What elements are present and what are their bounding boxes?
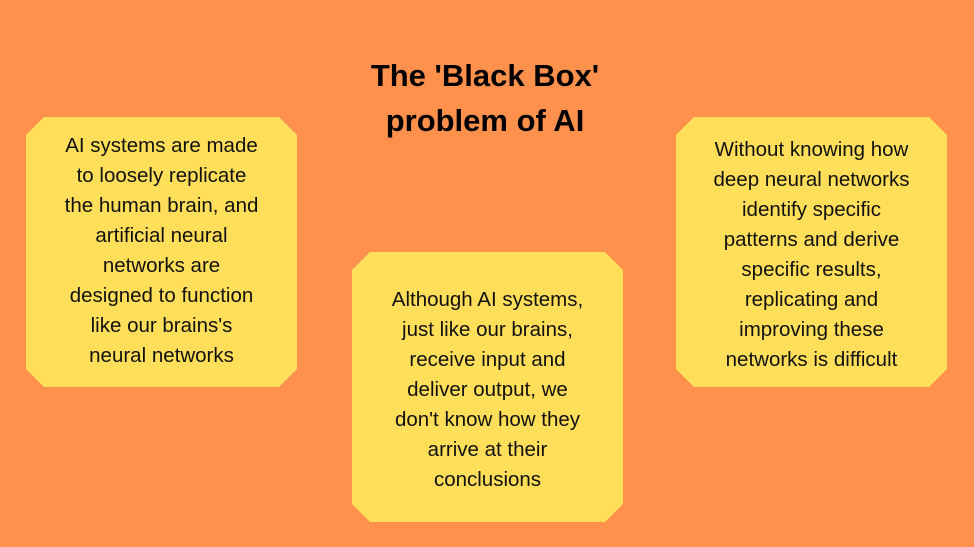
card-text-line: improving these — [739, 318, 884, 341]
card-text-line: replicating and — [744, 288, 879, 311]
card-text-line: neural networks — [89, 344, 234, 367]
card-text-line: Without knowing how — [714, 138, 909, 161]
card-text-line: designed to function — [69, 284, 254, 307]
title-line: problem of AI — [385, 103, 585, 138]
card-text-line: deliver output, we — [407, 378, 568, 401]
card-text-line: specific results, — [741, 258, 882, 281]
card-text-line: conclusions — [433, 468, 542, 491]
card-text-line: don't know how they — [394, 408, 581, 431]
card-text-line: Although AI systems, — [391, 288, 584, 311]
card-text-line: deep neural networks — [713, 168, 910, 191]
page-title: The 'Black Box' problem of AI — [330, 53, 640, 143]
card-text-line: to loosely replicate — [76, 164, 247, 187]
card-text-line: identify specific — [741, 198, 881, 221]
info-card-input-output: Although AI systems, just like our brain… — [352, 252, 623, 522]
card-text-line: receive input and — [409, 348, 566, 371]
card-text-line: just like our brains, — [402, 318, 573, 341]
title-line: The 'Black Box' — [370, 58, 600, 93]
card-text-line: AI systems are made — [65, 134, 258, 157]
card-text-line: like our brains's — [90, 314, 233, 337]
card-text-line: networks is difficult — [725, 348, 898, 371]
card-text-line: arrive at their — [427, 438, 548, 461]
info-card-difficulty: Without knowing how deep neural networks… — [676, 117, 947, 387]
info-card-brain-replication: AI systems are made to loosely replicate… — [26, 117, 297, 387]
card-text-line: networks are — [102, 254, 221, 277]
card-text-line: the human brain, and — [64, 194, 259, 217]
card-text-line: artificial neural — [95, 224, 228, 247]
card-text-line: patterns and derive — [723, 228, 900, 251]
